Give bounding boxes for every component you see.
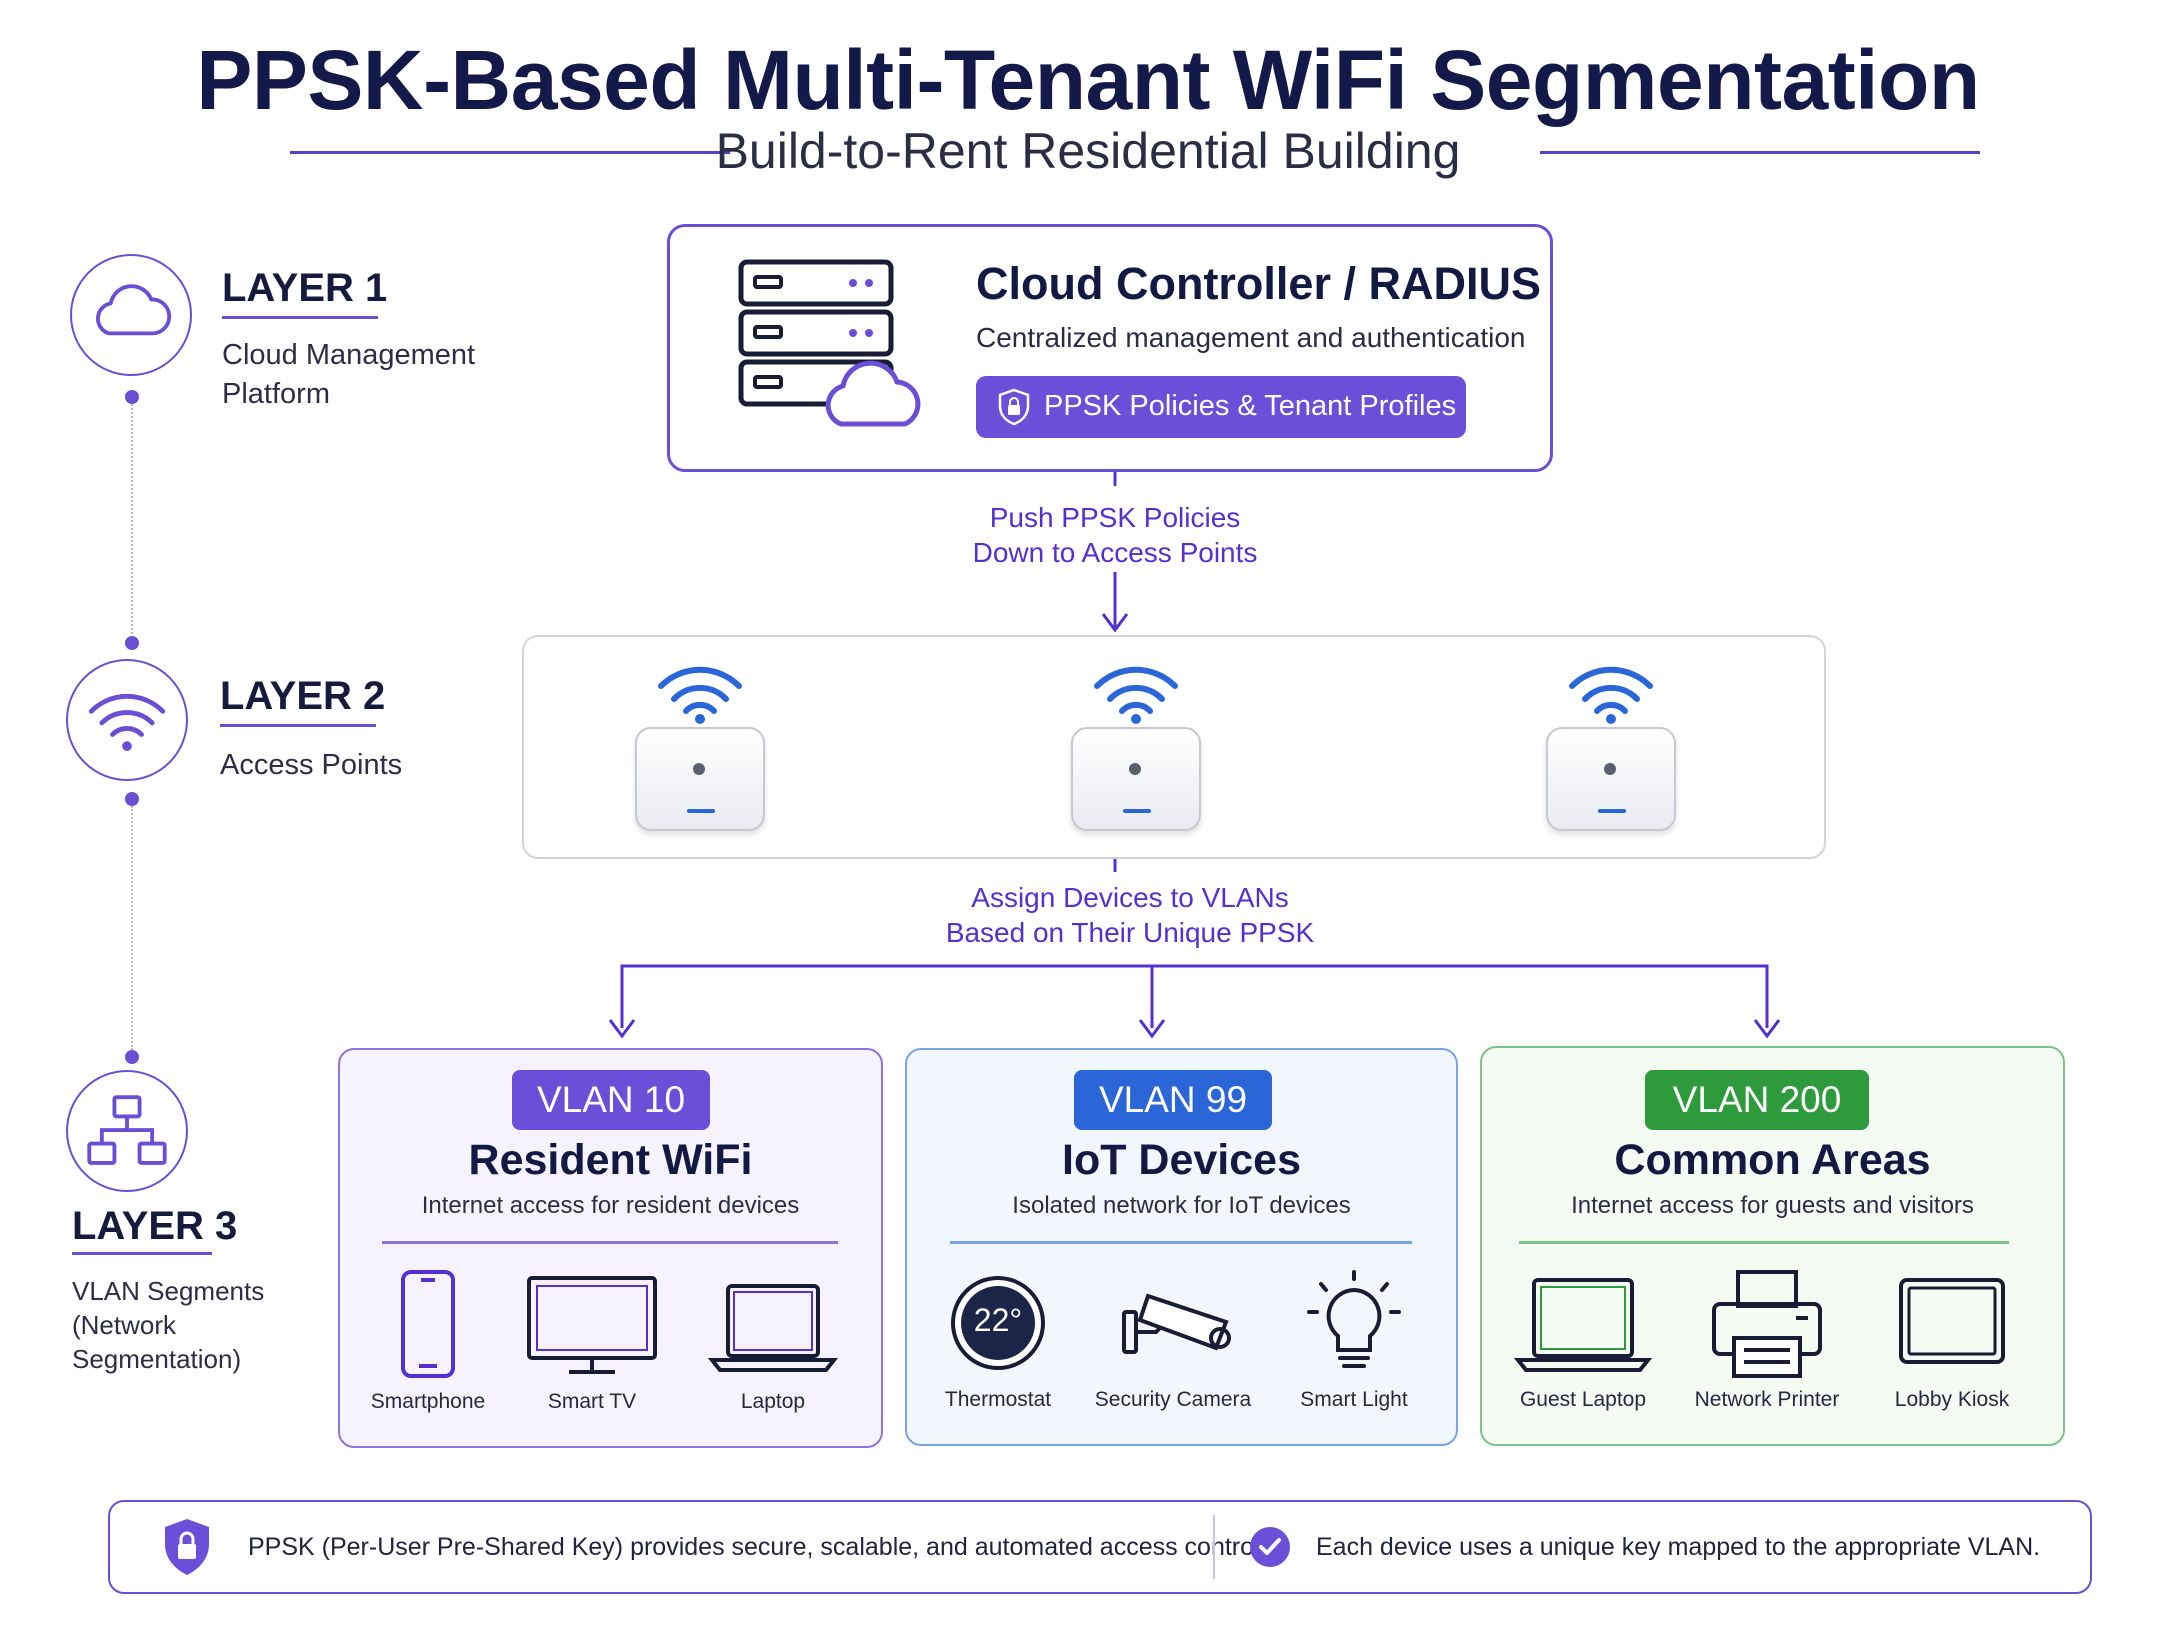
footer-key-note: Each device uses a unique key mapped to …	[1316, 1533, 2041, 1561]
laptop-icon	[707, 1284, 839, 1372]
smartphone-icon	[401, 1270, 455, 1378]
device-label: Laptop	[740, 1390, 806, 1413]
page-subtitle: Build-to-Rent Residential Building	[715, 123, 1461, 179]
smart-tv-icon	[527, 1276, 657, 1374]
vlan-10-tag: VLAN 10	[512, 1070, 710, 1130]
vlan-200-tag: VLAN 200	[1645, 1070, 1869, 1130]
rail-dot	[125, 792, 139, 806]
vlan-10-desc: Internet access for resident devices	[421, 1192, 800, 1219]
wifi-icon	[66, 659, 188, 781]
layer-3-title: LAYER 3	[72, 1204, 238, 1248]
device-label: Smart TV	[547, 1390, 637, 1413]
vlan-99-name: IoT Devices	[1062, 1136, 1301, 1184]
device-label: Thermostat	[944, 1388, 1052, 1411]
cloud-icon	[70, 254, 192, 376]
title-rule-left	[290, 151, 730, 154]
page-title: PPSK-Based Multi-Tenant WiFi Segmentatio…	[196, 33, 1980, 127]
rail-dot	[125, 636, 139, 650]
assign-vlans-label: Assign Devices to VLANs Based on Their U…	[945, 882, 1315, 948]
ap-signal-icon	[658, 666, 742, 724]
vlan-200-name: Common Areas	[1614, 1136, 1931, 1184]
shield-lock-icon	[165, 1519, 209, 1575]
layer-1-desc: Cloud Management Platform	[222, 339, 476, 410]
device-label: Lobby Kiosk	[1894, 1388, 2010, 1411]
footer-panel	[108, 1500, 2092, 1594]
rail-dot	[125, 1050, 139, 1064]
rail-line	[131, 806, 133, 1050]
ap-signal-icon	[1094, 666, 1178, 724]
device-label: Guest Laptop	[1519, 1388, 1647, 1411]
vlan-99-desc: Isolated network for IoT devices	[1012, 1192, 1351, 1219]
footer-divider	[1213, 1515, 1215, 1579]
device-label: Smart Light	[1300, 1388, 1408, 1411]
vlan-99-rule	[950, 1241, 1412, 1244]
rail-line	[131, 404, 133, 634]
thermostat-reading: 22°	[973, 1302, 1023, 1338]
network-icon	[66, 1070, 188, 1192]
rail-dot	[125, 390, 139, 404]
cloud-controller-desc: Centralized management and authenticatio…	[976, 322, 1526, 353]
shield-lock-icon	[998, 388, 1030, 426]
layer-3-desc: VLAN Segments (Network Segmentation)	[72, 1276, 265, 1374]
access-point-1	[635, 727, 765, 831]
thermostat-icon: 22°	[951, 1276, 1045, 1370]
layer-3-underline	[72, 1252, 212, 1255]
vlan-200-desc: Internet access for guests and visitors	[1571, 1192, 1974, 1219]
check-circle-icon	[1250, 1527, 1290, 1567]
layer-1-underline	[222, 316, 378, 319]
ppsk-policies-label: PPSK Policies & Tenant Profiles	[1044, 390, 1457, 422]
device-label: Security Camera	[1094, 1388, 1252, 1411]
ap-signal-icon	[1569, 666, 1653, 724]
ppsk-policies-badge: PPSK Policies & Tenant Profiles	[976, 376, 1466, 438]
server-cloud-icon	[735, 256, 940, 431]
access-point-2	[1071, 727, 1201, 831]
layer-2-underline	[220, 724, 376, 727]
smart-light-icon	[1307, 1270, 1401, 1368]
push-policies-label: Push PPSK Policies Down to Access Points	[972, 502, 1258, 568]
network-printer-icon	[1712, 1270, 1822, 1378]
layer-2-desc: Access Points	[220, 749, 403, 781]
layer-2-title: LAYER 2	[220, 674, 386, 718]
security-camera-icon	[1122, 1293, 1231, 1354]
layer-1-title: LAYER 1	[222, 266, 388, 310]
access-point-3	[1546, 727, 1676, 831]
footer-ppsk-note: PPSK (Per-User Pre-Shared Key) provides …	[248, 1533, 1267, 1561]
device-label: Smartphone	[370, 1390, 486, 1413]
guest-laptop-icon	[1513, 1278, 1653, 1372]
title-rule-right	[1540, 151, 1980, 154]
cloud-controller-title: Cloud Controller / RADIUS	[976, 258, 1541, 309]
device-label: Network Printer	[1694, 1388, 1840, 1411]
vlan-10-rule	[382, 1241, 838, 1244]
vlan-10-name: Resident WiFi	[468, 1136, 753, 1184]
vlan-99-tag: VLAN 99	[1074, 1070, 1272, 1130]
lobby-kiosk-icon	[1899, 1278, 2005, 1364]
vlan-200-rule	[1519, 1241, 2009, 1244]
